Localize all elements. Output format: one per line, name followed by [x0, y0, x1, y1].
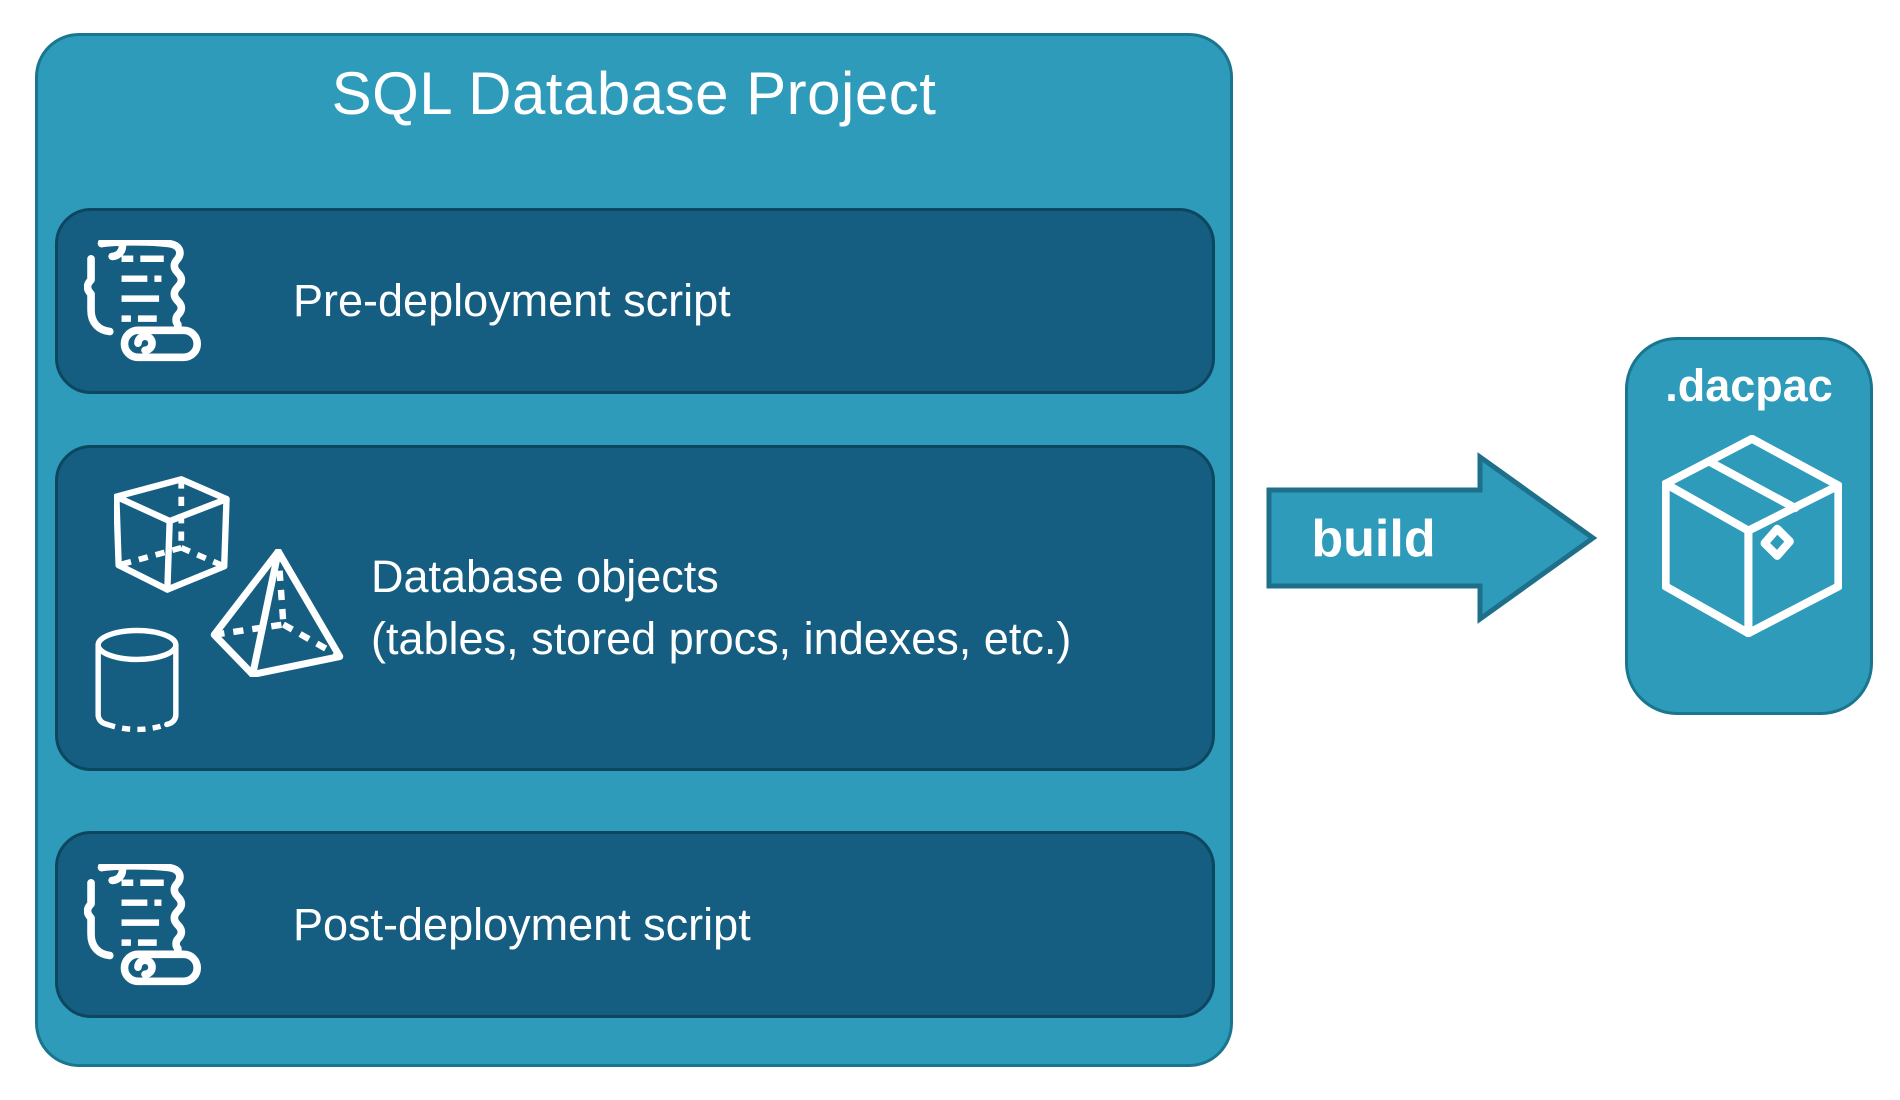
package-icon — [1662, 435, 1842, 637]
pre-deployment-box: Pre-deployment script — [55, 208, 1215, 394]
dacpac-box: .dacpac — [1625, 337, 1873, 715]
post-deployment-label: Post-deployment script — [293, 898, 751, 950]
database-objects-line2: (tables, stored procs, indexes, etc.) — [371, 613, 1072, 664]
database-objects-line1: Database objects — [371, 551, 719, 602]
post-deployment-box: Post-deployment script — [55, 831, 1215, 1018]
scroll-icon — [84, 863, 206, 986]
project-title: SQL Database Project — [331, 60, 937, 127]
cube-icon — [114, 476, 230, 594]
pyramid-icon — [209, 549, 345, 677]
database-objects-label: Database objects (tables, stored procs, … — [371, 546, 1071, 670]
database-objects-box: Database objects (tables, stored procs, … — [55, 445, 1215, 771]
build-label: build — [1311, 510, 1436, 568]
dacpac-label: .dacpac — [1665, 360, 1833, 411]
pre-deployment-label: Pre-deployment script — [293, 275, 731, 326]
build-arrow-icon — [1266, 452, 1598, 624]
cylinder-icon — [91, 626, 183, 738]
scroll-icon — [84, 240, 206, 362]
sql-database-project-container: SQL Database Project P — [35, 33, 1233, 1067]
